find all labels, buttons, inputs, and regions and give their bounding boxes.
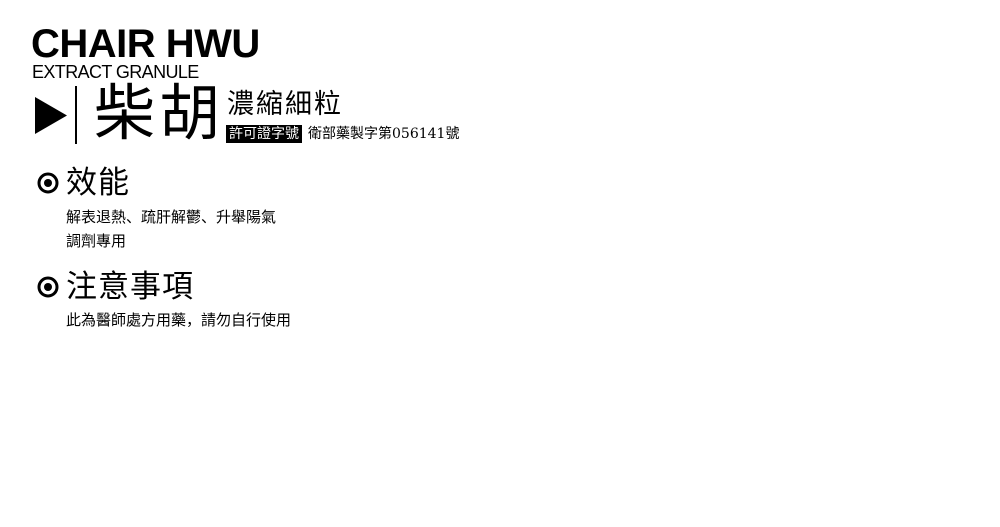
section-title-efficacy: 效能 xyxy=(66,165,130,201)
play-icon xyxy=(35,97,67,134)
license-number: 衛部藥製字第056141號 xyxy=(308,126,460,142)
section-title-precautions: 注意事項 xyxy=(66,269,194,305)
precautions-line-1: 此為醫師處方用藥，請勿自行使用 xyxy=(66,311,292,329)
product-name: 柴胡 xyxy=(94,78,225,149)
license-label-badge: 許可證字號 xyxy=(226,125,302,143)
brand-name: CHAIR HWU xyxy=(31,22,260,66)
product-type: 濃縮細粒 xyxy=(227,89,343,120)
target-icon xyxy=(37,276,59,298)
target-icon xyxy=(37,172,59,194)
efficacy-line-1: 解表退熱、疏肝解鬱、升舉陽氣 xyxy=(66,208,277,226)
efficacy-line-2: 調劑專用 xyxy=(66,232,127,250)
heading-divider xyxy=(75,86,77,144)
brand-subtitle: EXTRACT GRANULE xyxy=(32,62,199,82)
